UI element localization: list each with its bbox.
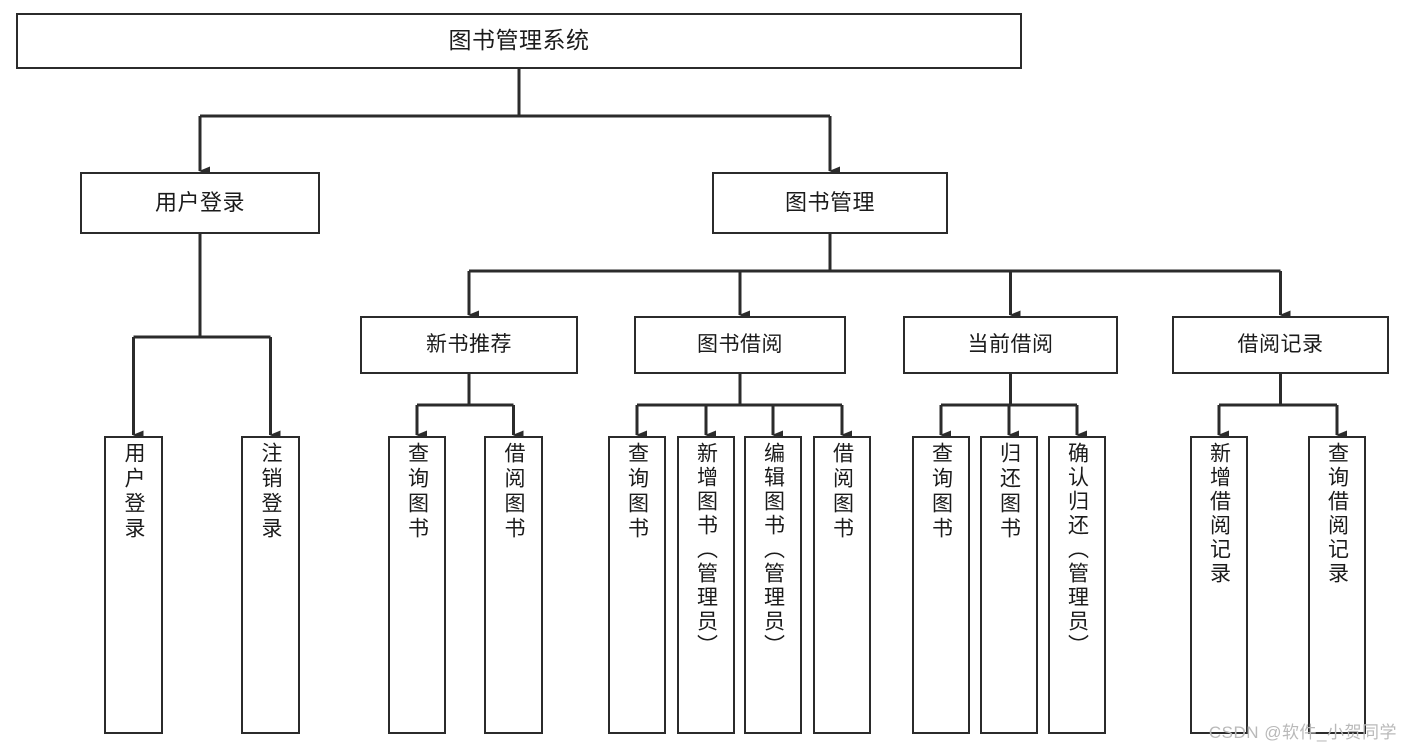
node-login[interactable]: 用户登录 [80,172,320,234]
node-label: 图书借阅 [697,332,783,356]
node-label: 用户登录 [154,190,245,216]
node-leaf-5[interactable]: 查询图书 [608,436,666,734]
node-label: 当前借阅 [967,332,1054,356]
node-label: 借阅图书 [830,442,854,542]
node-leaf-3[interactable]: 查询图书 [388,436,446,734]
node-label: 新书推荐 [426,332,512,356]
node-leaf-6[interactable]: 新增图书（管理员） [677,436,735,734]
node-label: 查询图书 [929,442,953,542]
node-label: 查询图书 [625,442,649,542]
node-label: 新增图书（管理员） [694,442,718,658]
node-label: 确认归还（管理员） [1065,442,1089,658]
node-label: 图书管理系统 [448,27,590,54]
node-borrow[interactable]: 图书借阅 [634,316,846,374]
node-leaf-9[interactable]: 查询图书 [912,436,970,734]
node-leaf-2[interactable]: 注销登录 [241,436,300,734]
node-leaf-8[interactable]: 借阅图书 [813,436,871,734]
node-root[interactable]: 图书管理系统 [16,13,1022,69]
node-leaf-4[interactable]: 借阅图书 [484,436,543,734]
node-leaf-11[interactable]: 确认归还（管理员） [1048,436,1106,734]
node-newbook[interactable]: 新书推荐 [360,316,578,374]
node-label: 新增借阅记录 [1207,442,1231,586]
node-label: 注销登录 [259,442,282,542]
node-label: 查询借阅记录 [1325,442,1349,586]
node-bookmgmt[interactable]: 图书管理 [712,172,948,234]
watermark-text: CSDN @软件_小贺同学 [1208,723,1397,742]
node-leaf-12[interactable]: 新增借阅记录 [1190,436,1248,734]
node-leaf-7[interactable]: 编辑图书（管理员） [744,436,802,734]
node-label: 图书管理 [784,190,875,216]
node-leaf-10[interactable]: 归还图书 [980,436,1038,734]
node-label: 借阅记录 [1237,332,1324,356]
node-current[interactable]: 当前借阅 [903,316,1118,374]
node-leaf-1[interactable]: 用户登录 [104,436,163,734]
node-label: 归还图书 [997,442,1021,542]
node-leaf-13[interactable]: 查询借阅记录 [1308,436,1366,734]
node-label: 查询图书 [405,442,429,542]
node-label: 编辑图书（管理员） [761,442,785,658]
node-records[interactable]: 借阅记录 [1172,316,1389,374]
node-label: 借阅图书 [502,442,525,542]
node-label: 用户登录 [122,442,145,542]
